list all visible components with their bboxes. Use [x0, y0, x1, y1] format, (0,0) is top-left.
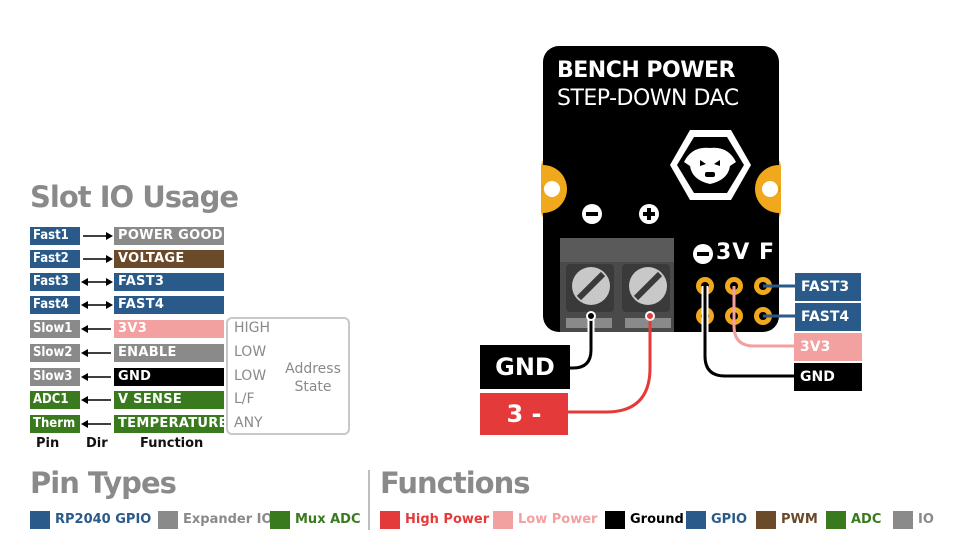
input-voltage-label: 3 - 12V — [480, 393, 568, 470]
legend-swatch — [158, 511, 178, 529]
function-label: GND — [114, 368, 224, 386]
function-label: POWER GOOD — [114, 227, 224, 245]
pin-label: ADC1 — [30, 391, 80, 409]
function-label: ENABLE — [114, 344, 224, 362]
screw-terminal — [560, 238, 674, 332]
function-label: V SENSE — [114, 391, 224, 409]
direction-arrow-icon — [81, 396, 111, 404]
board-title-line1: BENCH POWER — [557, 58, 736, 83]
function-label: VOLTAGE PWM — [114, 250, 224, 284]
address-state-line2: State — [294, 379, 332, 395]
direction-arrow-icon — [81, 278, 113, 286]
pin-label: Fast2 — [30, 250, 80, 268]
direction-arrow-icon — [81, 301, 113, 309]
pin-label: Slow1 — [30, 320, 80, 338]
functions-title: Functions — [380, 466, 530, 500]
address-value: LOW — [234, 344, 267, 360]
legend-swatch — [493, 511, 513, 529]
legend-label: GPIO — [711, 512, 748, 527]
direction-arrow-icon — [83, 232, 113, 240]
legend-swatch — [380, 511, 400, 529]
address-value: L/F — [234, 391, 255, 407]
board-title-line2: STEP-DOWN DAC — [557, 86, 739, 111]
pin-label: Fast3 — [30, 273, 80, 291]
legend-swatch — [826, 511, 846, 529]
address-state-box — [226, 317, 350, 435]
legend-swatch — [756, 511, 776, 529]
pin-label: Slow3 — [30, 368, 80, 386]
legend-label: Mux ADC — [295, 512, 361, 527]
function-label: FAST3 — [114, 273, 224, 291]
legend-swatch — [686, 511, 706, 529]
pin-label: Fast4 — [30, 296, 80, 314]
legend-label: Ground — [630, 512, 684, 527]
column-pin: Pin — [36, 436, 60, 451]
header-minus-icon — [693, 244, 713, 264]
legend-swatch — [30, 511, 50, 529]
pin-label: Therm — [30, 415, 80, 433]
legend-label: High Power — [405, 512, 490, 527]
legend-swatch — [605, 511, 625, 529]
address-value: ANY — [234, 415, 263, 431]
legend-swatch — [893, 511, 913, 529]
legend-divider — [368, 470, 370, 530]
pin-label: Fast1 — [30, 227, 80, 245]
function-label: TEMPERATURE — [114, 415, 227, 433]
function-label: 3V3 — [114, 320, 224, 338]
direction-arrow-icon — [81, 325, 111, 333]
legend-swatch — [270, 511, 290, 529]
direction-arrow-icon — [81, 349, 111, 357]
address-value: LOW — [234, 368, 267, 384]
gnd-terminal-label: GND — [480, 345, 570, 389]
gnd-header-label: GND — [794, 363, 862, 391]
legend-label: PWM — [781, 512, 818, 527]
direction-arrow-icon — [83, 255, 113, 263]
badger-logo-icon — [670, 130, 751, 200]
address-state-label: Address State — [278, 360, 348, 396]
fast4-label: FAST4 — [795, 303, 861, 331]
function-label: FAST4 — [114, 296, 224, 314]
terminal-minus-icon — [582, 204, 602, 224]
direction-arrow-icon — [81, 373, 111, 381]
terminal-plus-icon — [639, 204, 659, 224]
address-state-line1: Address — [285, 361, 341, 377]
pin-types-title: Pin Types — [30, 466, 177, 500]
column-dir: Dir — [86, 436, 108, 451]
legend-label: IO — [918, 512, 934, 527]
address-value: HIGH — [234, 320, 271, 336]
legend-label: ADC — [851, 512, 882, 527]
v3v3-label: 3V3 — [794, 333, 862, 361]
pin-label: Slow2 — [30, 344, 80, 362]
legend-label: Expander IO — [183, 512, 273, 527]
legend-label: Low Power — [518, 512, 598, 527]
wires — [563, 284, 795, 414]
column-function: Function — [140, 436, 204, 451]
slot-io-title: Slot IO Usage — [30, 180, 239, 214]
legend-label: RP2040 GPIO — [55, 512, 152, 527]
fast3-label: FAST3 — [795, 273, 861, 301]
direction-arrow-icon — [81, 420, 111, 428]
header-pin-labels: 3V F — [716, 240, 776, 265]
